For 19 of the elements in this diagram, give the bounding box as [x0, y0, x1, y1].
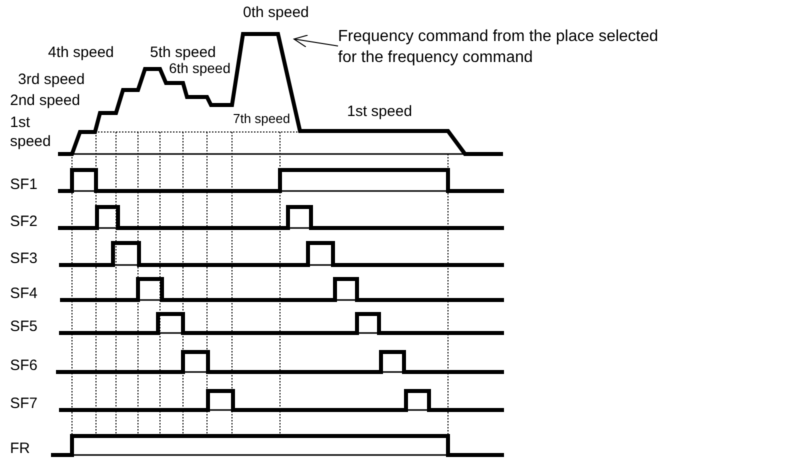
speed-label: 2nd speed: [10, 92, 80, 109]
signal-name: SF5: [10, 318, 38, 335]
speed-label: 0th speed: [243, 4, 309, 21]
signal-name: SF6: [10, 357, 38, 374]
signal-name: FR: [10, 440, 30, 457]
signal-name: SF4: [10, 285, 38, 302]
speed-label: 6th speed: [169, 60, 230, 77]
speed-label: 7th speed: [233, 110, 290, 127]
signal-name: SF3: [10, 250, 38, 267]
signal-name: SF2: [10, 213, 38, 230]
signal-name: SF1: [10, 176, 38, 193]
annotation-text: Frequency command from the place selected for the frequency command: [338, 26, 679, 68]
speed-label: 4th speed: [48, 44, 114, 61]
speed-label: 5th speed: [150, 44, 216, 61]
signal-name: SF7: [10, 395, 38, 412]
speed-label: 1st speed: [347, 103, 412, 120]
leader-arrow: [294, 34, 338, 48]
speed-label: 3rd speed: [18, 71, 85, 88]
speed-label: 1st speed: [10, 113, 52, 151]
